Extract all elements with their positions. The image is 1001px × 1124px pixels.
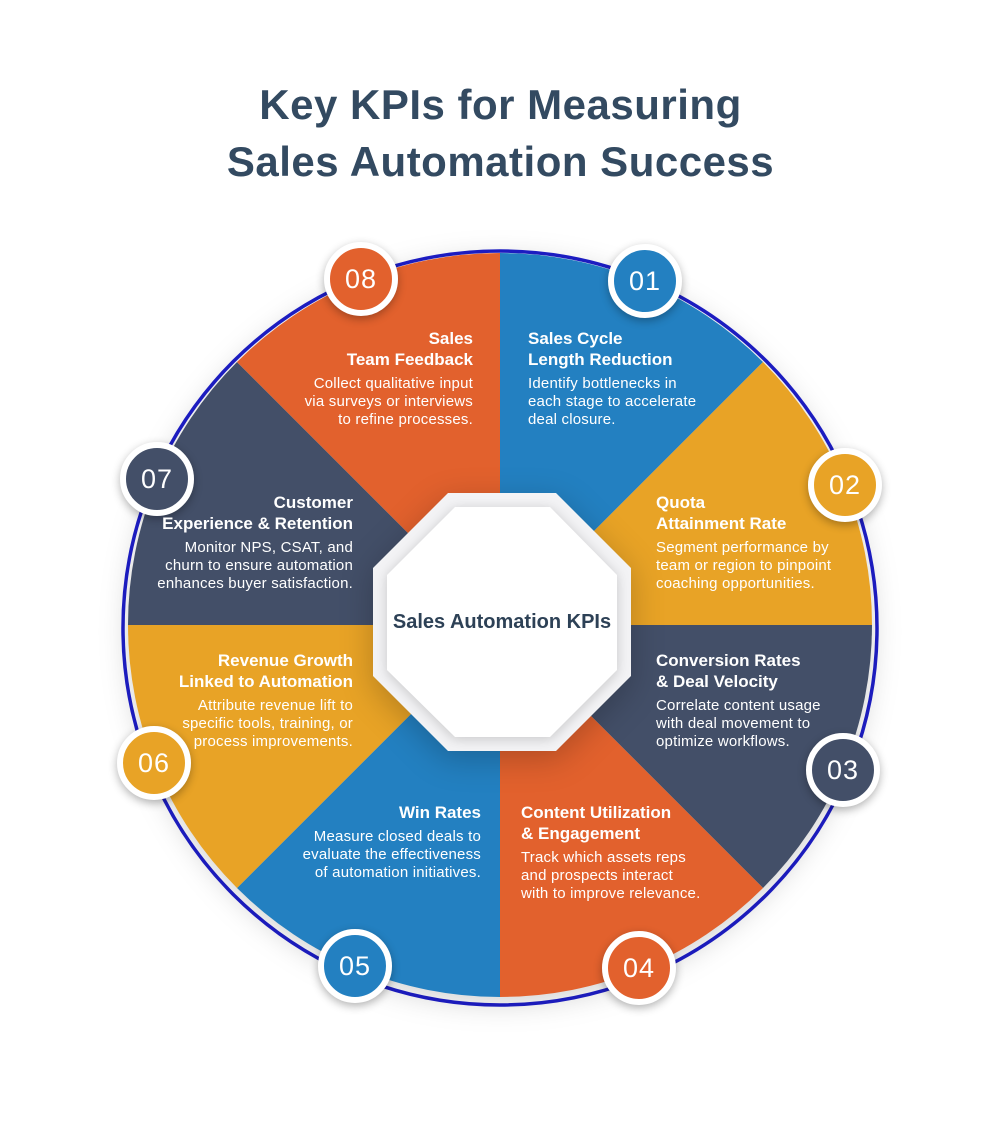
- segment-04-description: Track which assets reps and prospects in…: [521, 849, 701, 902]
- segment-01-text: Sales Cycle Length Reduction Identify bo…: [528, 328, 696, 429]
- step-badge-07: 07: [120, 442, 194, 516]
- segment-06-title: Revenue Growth Linked to Automation: [178, 651, 353, 691]
- segment-01-description: Identify bottlenecks in each stage to ac…: [528, 375, 697, 428]
- step-badge-06: 06: [117, 726, 191, 800]
- segment-05-title: Win Rates: [398, 803, 481, 822]
- segment-03-text: Conversion Rates & Deal Velocity Correla…: [656, 650, 821, 751]
- page-title: Key KPIs for Measuring Sales Automation …: [0, 76, 1001, 190]
- segment-06-description: Attribute revenue lift to specific tools…: [182, 697, 353, 750]
- step-badge-04: 04: [602, 931, 676, 1005]
- segment-07-title: Customer Experience & Retention: [162, 493, 353, 533]
- segment-07-description: Monitor NPS, CSAT, and churn to ensure a…: [157, 539, 353, 592]
- segment-03-description: Correlate content usage with deal moveme…: [656, 697, 821, 750]
- segment-02-description: Segment performance by team or region to…: [656, 539, 832, 592]
- step-badge-03: 03: [806, 733, 880, 807]
- page-title-line-2: Sales Automation Success: [226, 138, 775, 185]
- segment-05-description: Measure closed deals to evaluate the eff…: [302, 828, 481, 881]
- segment-08-title: Sales Team Feedback: [346, 329, 473, 369]
- segment-03-title: Conversion Rates & Deal Velocity: [656, 651, 801, 691]
- decorative-ring: [121, 249, 879, 1007]
- step-badge-05: 05: [318, 929, 392, 1003]
- segment-06-text: Revenue Growth Linked to Automation Attr…: [179, 650, 353, 751]
- segment-04-text: Content Utilization & Engagement Track w…: [521, 802, 700, 903]
- center-label: Sales Automation KPIs: [392, 611, 612, 633]
- segment-08-description: Collect qualitative input via surveys or…: [304, 375, 473, 428]
- segment-04-title: Content Utilization & Engagement: [521, 803, 672, 843]
- segment-02-title: Quota Attainment Rate: [656, 493, 787, 533]
- segment-02-text: Quota Attainment Rate Segment performanc…: [656, 492, 831, 593]
- step-badge-02: 02: [808, 448, 882, 522]
- center-octagon-inner: [387, 507, 617, 737]
- segment-07-text: Customer Experience & Retention Monitor …: [157, 492, 353, 593]
- segment-05-text: Win Rates Measure closed deals to evalua…: [303, 802, 481, 882]
- step-badge-08: 08: [324, 242, 398, 316]
- segment-08-text: Sales Team Feedback Collect qualitative …: [305, 328, 473, 429]
- segment-01-title: Sales Cycle Length Reduction: [528, 329, 673, 369]
- page-title-line-1: Key KPIs for Measuring: [259, 81, 742, 128]
- step-badge-01: 01: [608, 244, 682, 318]
